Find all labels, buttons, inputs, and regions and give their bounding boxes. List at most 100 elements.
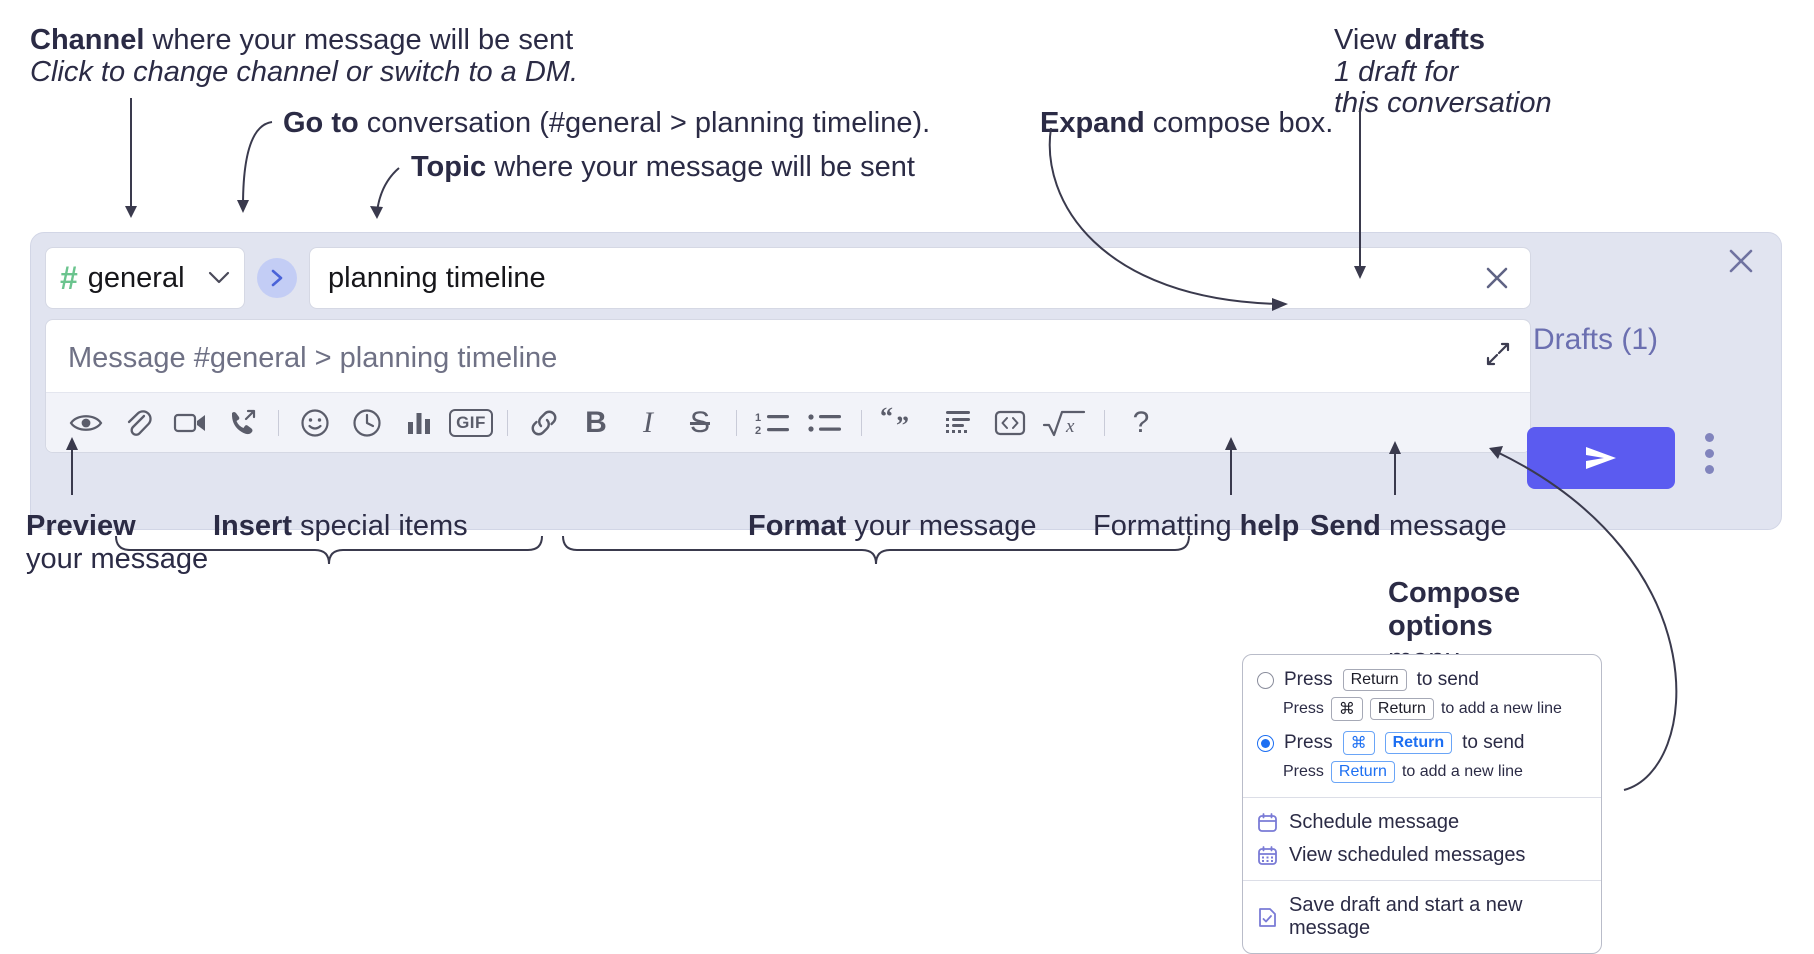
annotation-compose-options-2: options — [1388, 608, 1493, 645]
option-press-cmd-return-to-send[interactable]: Press ⌘ Return to send — [1243, 727, 1601, 759]
option1-sub-pre: Press — [1283, 700, 1324, 717]
annotation-goto: Go to conversation (#general > planning … — [283, 105, 930, 142]
expand-icon[interactable] — [1484, 340, 1512, 373]
divider-2 — [507, 409, 508, 436]
kebab-dot-1 — [1705, 433, 1714, 442]
attachment-icon[interactable] — [112, 400, 164, 446]
strikethrough-label: S — [689, 405, 710, 439]
message-input[interactable]: Message #general > planning timeline — [45, 319, 1531, 453]
annotation-format-rest: your message — [846, 510, 1037, 542]
option1-sub-post: to add a new line — [1440, 700, 1562, 717]
close-icon[interactable] — [1725, 245, 1757, 282]
menu-item-save-draft-label: Save draft and start a new message — [1289, 894, 1523, 939]
divider-3 — [736, 409, 737, 436]
code-block-icon[interactable] — [932, 400, 984, 446]
send-button[interactable] — [1527, 427, 1675, 489]
option1-hint: Press ⌘ Return to add a new line — [1243, 695, 1601, 727]
topic-value: planning timeline — [328, 261, 546, 294]
annotation-drafts-pre: View — [1334, 24, 1405, 56]
option2-sub-post: to add a new line — [1401, 763, 1523, 780]
bulleted-list-icon[interactable] — [799, 400, 851, 446]
option2-hint: Press Return to add a new line — [1243, 759, 1601, 789]
poll-icon[interactable] — [393, 400, 445, 446]
annotation-preview-sub: your message — [26, 541, 208, 578]
topic-input[interactable]: planning timeline — [309, 247, 1531, 309]
chevron-down-icon — [208, 267, 230, 290]
annotation-goto-bold: Go to — [283, 107, 359, 139]
leader-goto — [242, 121, 273, 207]
kebab-dot-3 — [1705, 465, 1714, 474]
help-icon[interactable]: ? — [1115, 400, 1167, 446]
option2-post: to send — [1462, 732, 1525, 753]
bold-icon[interactable]: B — [570, 400, 622, 446]
annotation-preview-rest: your message — [26, 543, 209, 575]
divider-1 — [278, 409, 279, 436]
annotation-drafts: View drafts — [1334, 22, 1485, 59]
compose-panel: # general planning timeline Message #gen… — [30, 232, 1782, 530]
clock-icon[interactable] — [341, 400, 393, 446]
radio-cmd-return[interactable] — [1257, 734, 1274, 752]
close-icon[interactable] — [1482, 263, 1512, 293]
strikethrough-icon[interactable]: S — [674, 400, 726, 446]
blockquote-icon[interactable]: “” — [872, 400, 932, 446]
key-return-4: Return — [1330, 761, 1395, 783]
preview-icon[interactable] — [60, 400, 112, 446]
huddle-icon[interactable] — [216, 400, 268, 446]
annotation-send-rest: message — [1380, 510, 1507, 542]
compose-options-button[interactable] — [1705, 433, 1714, 474]
radio-return[interactable] — [1257, 671, 1274, 689]
annotation-channel: Channel where your message will be sent — [30, 22, 573, 59]
key-command-2: ⌘ — [1342, 731, 1375, 755]
menu-divider-1 — [1243, 797, 1601, 798]
menu-item-view-scheduled[interactable]: View scheduled messages — [1243, 839, 1601, 872]
menu-item-schedule-label: Schedule message — [1289, 811, 1460, 833]
save-draft-icon — [1257, 907, 1278, 928]
annotation-topic-bold: Topic — [411, 151, 487, 183]
key-command: ⌘ — [1330, 697, 1363, 721]
option-press-return-to-send[interactable]: Press Return to send — [1243, 665, 1601, 695]
option2-sub-pre: Press — [1283, 763, 1324, 780]
go-to-conversation-button[interactable] — [257, 258, 297, 298]
emoji-icon[interactable] — [289, 400, 341, 446]
link-icon[interactable] — [518, 400, 570, 446]
annotation-topic-rest: where your message will be sent — [486, 151, 915, 183]
annotation-compose-options-l2: options — [1388, 610, 1493, 642]
italic-icon[interactable]: I — [622, 400, 674, 446]
calendar-icon — [1257, 812, 1278, 833]
menu-item-schedule-message[interactable]: Schedule message — [1243, 806, 1601, 839]
svg-text:2: 2 — [755, 425, 761, 437]
annotation-compose-options-l1: Compose — [1388, 577, 1521, 609]
calendar-grid-icon — [1257, 845, 1278, 866]
annotation-send-bold: Send — [1310, 510, 1381, 542]
annotation-insert-bold: Insert — [213, 510, 292, 542]
annotation-channel-sub: Click to change channel or switch to a D… — [30, 54, 578, 91]
annotation-format: Format your message — [748, 508, 1037, 545]
menu-item-save-draft[interactable]: Save draft and start a new message — [1243, 889, 1601, 945]
key-return-3: Return — [1384, 732, 1453, 754]
video-icon[interactable] — [164, 400, 216, 446]
annotation-insert: Insert special items — [213, 508, 468, 545]
annotation-format-bold: Format — [748, 510, 847, 542]
key-return-2: Return — [1369, 698, 1434, 720]
hash-icon: # — [60, 260, 78, 296]
math-icon[interactable]: x — [1036, 400, 1094, 446]
divider-4 — [861, 409, 862, 436]
channel-selector[interactable]: # general — [45, 247, 245, 309]
gif-label: GIF — [449, 408, 493, 437]
svg-text:“: “ — [880, 402, 893, 431]
svg-text:x: x — [1065, 416, 1075, 437]
menu-item-view-scheduled-label: View scheduled messages — [1289, 844, 1526, 866]
svg-text:1: 1 — [755, 412, 761, 424]
drafts-link[interactable]: Drafts (1) — [1533, 323, 1659, 356]
annotation-drafts-sub2-text: this conversation — [1334, 87, 1552, 119]
annotation-preview-bold: Preview — [26, 510, 136, 542]
key-return: Return — [1342, 669, 1407, 691]
annotation-drafts-sub2: this conversation — [1334, 85, 1552, 122]
gif-icon[interactable]: GIF — [445, 400, 497, 446]
inline-code-icon[interactable] — [984, 400, 1036, 446]
annotation-drafts-sub1-text: 1 draft for — [1334, 56, 1459, 88]
divider-5 — [1104, 409, 1105, 436]
annotation-help: Formatting help — [1093, 508, 1299, 545]
annotation-expand: Expand compose box. — [1040, 105, 1333, 142]
